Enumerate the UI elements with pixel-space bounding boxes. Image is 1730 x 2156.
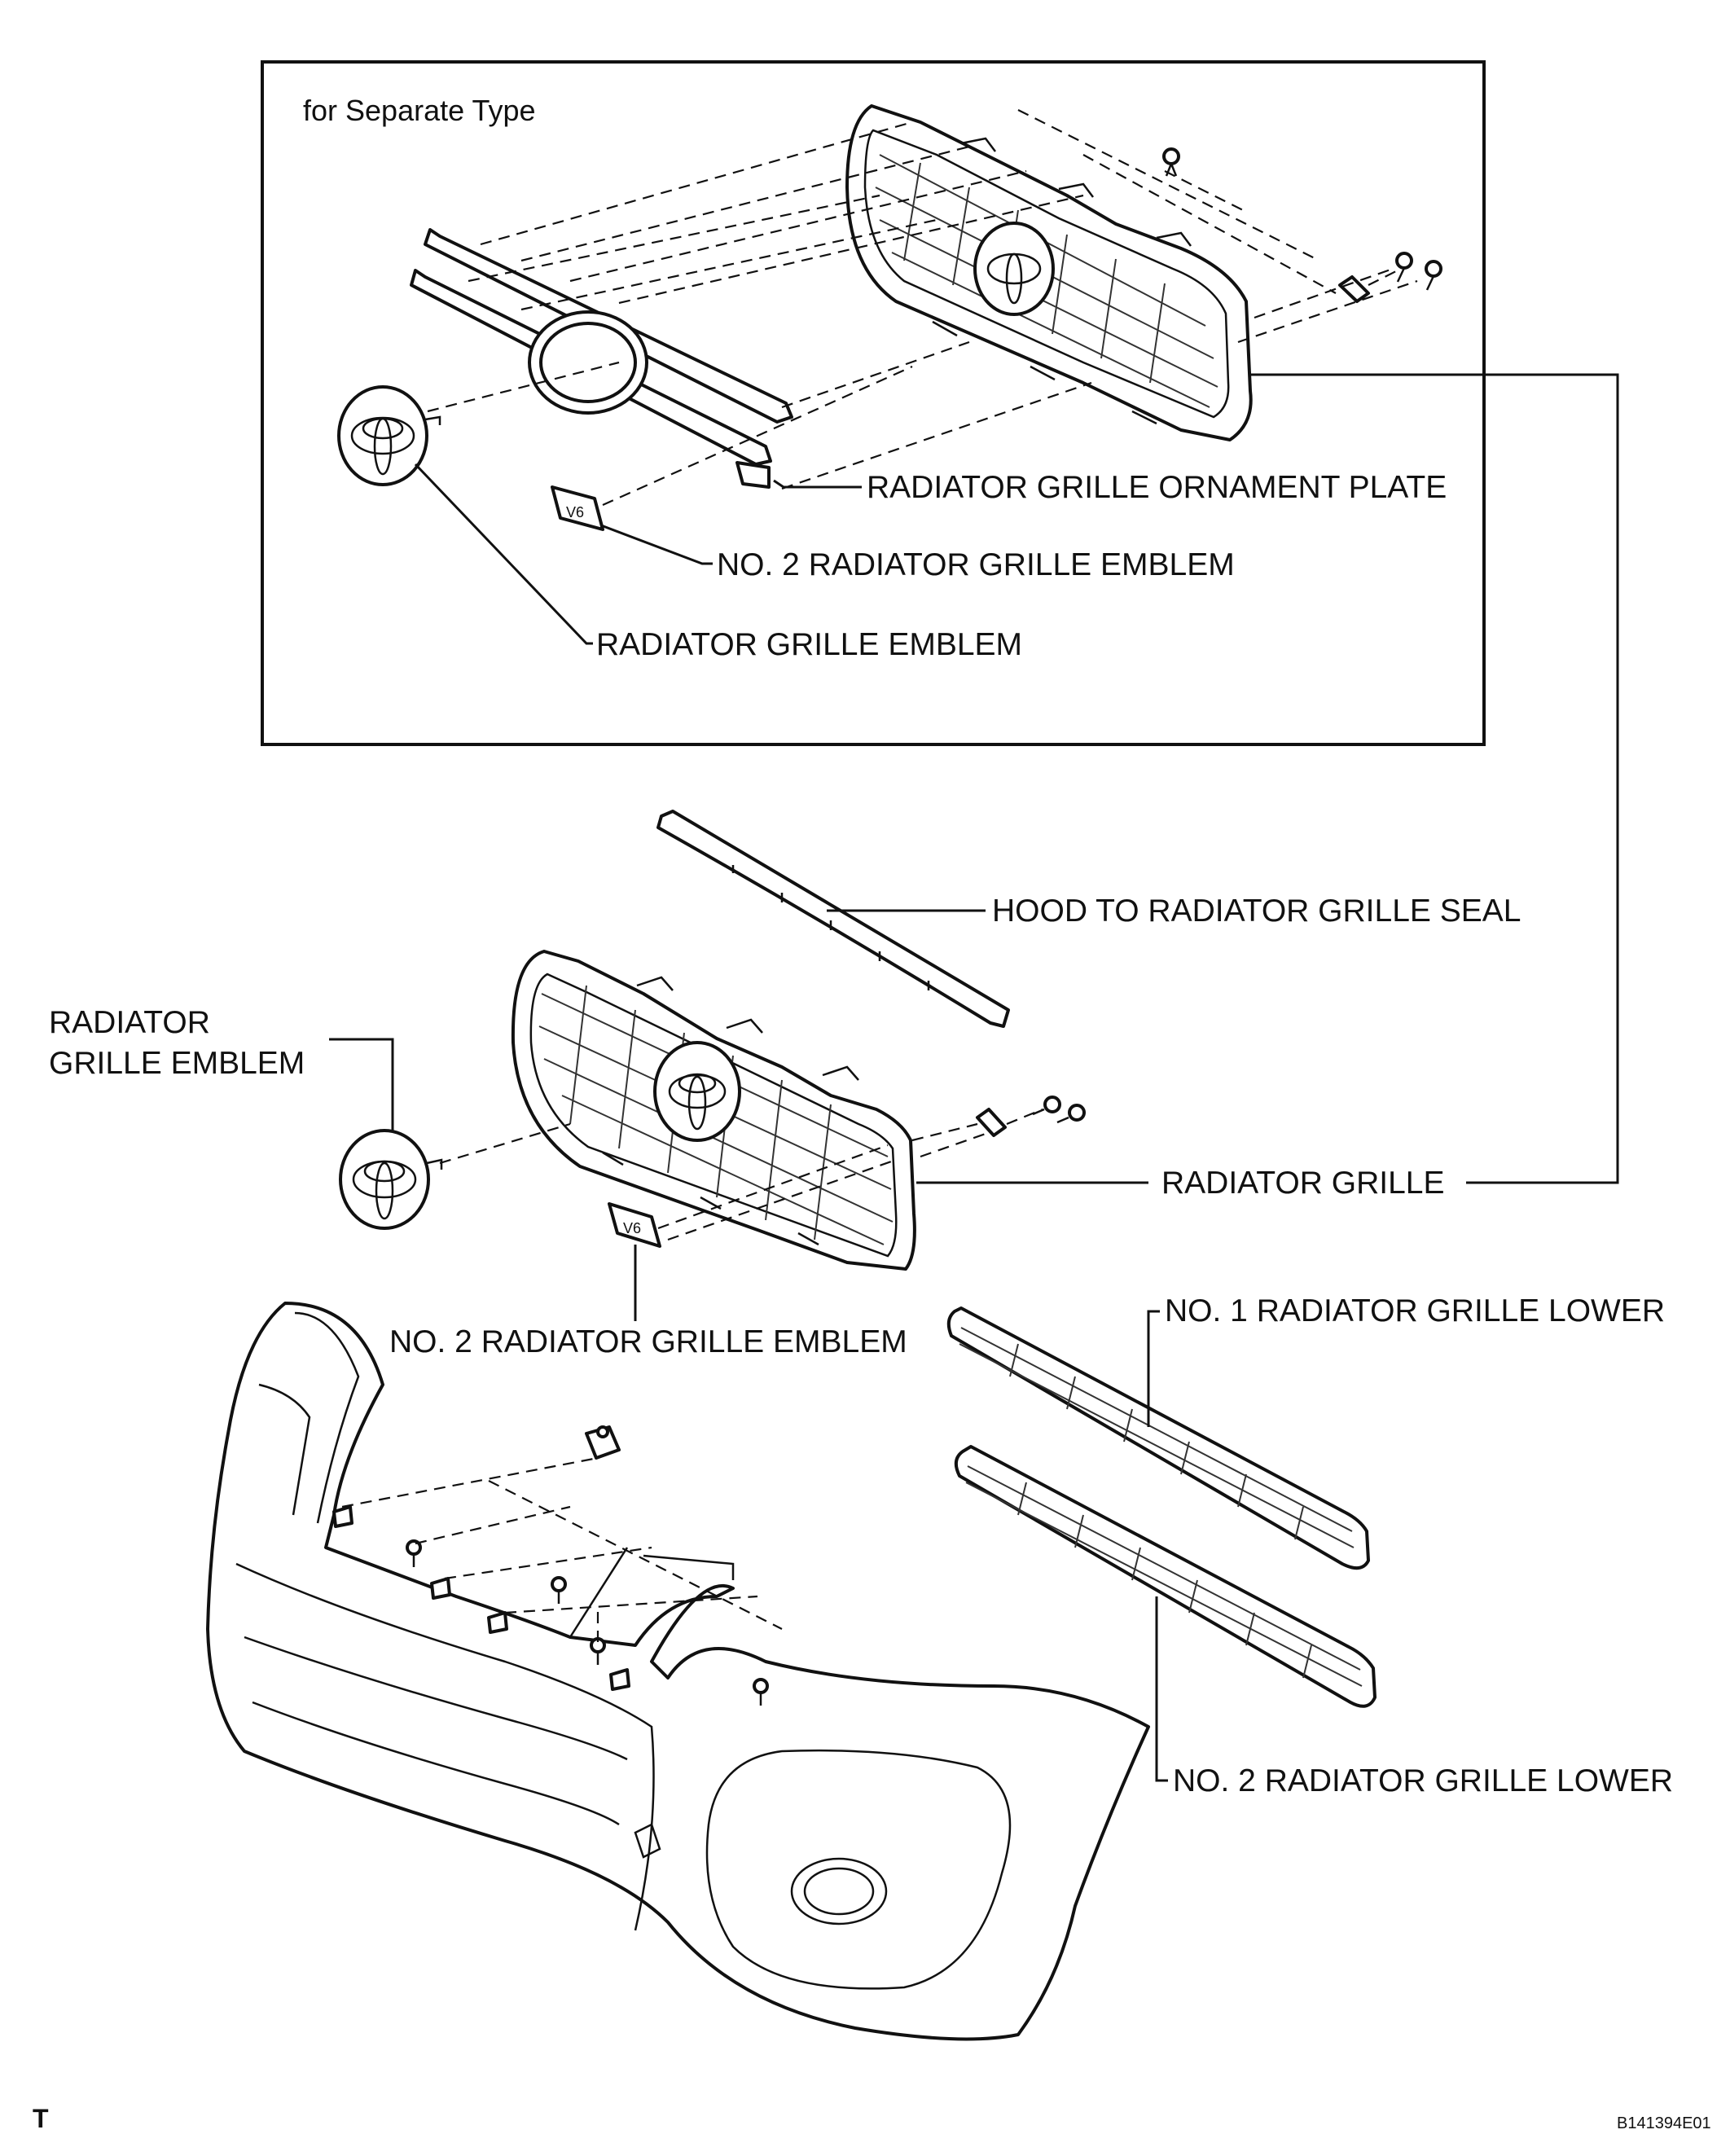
label-no1-lower: NO. 1 RADIATOR GRILLE LOWER	[1165, 1293, 1665, 1328]
leader-inset-no2-emblem	[600, 524, 713, 565]
inset-radiator-grille	[845, 104, 1253, 441]
bumper-clips	[332, 1425, 769, 1706]
leader-main-emblem	[329, 1038, 394, 1131]
corner-mark: T	[33, 2104, 49, 2133]
bumper-assembly-lines	[341, 1456, 783, 1642]
inset-radiator-grille-emblem	[337, 385, 441, 486]
inset-frame	[261, 60, 1486, 746]
main-assembly-lines	[439, 1108, 1043, 1241]
hood-to-radiator-grille-seal	[656, 810, 1010, 1028]
leader-ornament-plate	[773, 479, 862, 489]
no2-radiator-grille-emblem-badge: V6	[608, 1202, 661, 1248]
no1-radiator-grille-lower	[946, 1306, 1370, 1570]
main-badge-text: V6	[623, 1220, 641, 1236]
leader-inset-emblem	[414, 463, 593, 645]
label-main-emblem-line2: GRILLE EMBLEM	[49, 1046, 305, 1081]
figure-code: B141394E01	[1617, 2114, 1711, 2132]
label-inset-no2-emblem: NO. 2 RADIATOR GRILLE EMBLEM	[717, 547, 1235, 582]
label-hood-seal: HOOD TO RADIATOR GRILLE SEAL	[992, 894, 1521, 929]
leader-no2-lower	[1155, 1596, 1168, 1782]
no2-radiator-grille-lower	[954, 1445, 1377, 1708]
front-bumper-cover	[206, 1302, 1150, 2041]
inset-no2-emblem-badge: V6	[551, 485, 604, 531]
inset-badge-text: V6	[566, 504, 584, 520]
connector-inset-to-grille	[1250, 373, 1619, 1184]
inset-assembly-lines	[427, 109, 1418, 507]
label-main-no2-emblem: NO. 2 RADIATOR GRILLE EMBLEM	[389, 1324, 907, 1359]
label-radiator-grille: RADIATOR GRILLE	[1161, 1166, 1444, 1201]
separate-type-inset: for Separate Type V6	[261, 60, 1486, 746]
main-fasteners	[976, 1096, 1086, 1137]
label-main-emblem-line1: RADIATOR	[49, 1005, 210, 1040]
label-inset-emblem: RADIATOR GRILLE EMBLEM	[596, 627, 1022, 662]
label-ornament-plate: RADIATOR GRILLE ORNAMENT PLATE	[867, 470, 1447, 505]
inset-fasteners	[1162, 147, 1442, 303]
radiator-grille	[511, 950, 916, 1271]
label-no2-lower: NO. 2 RADIATOR GRILLE LOWER	[1173, 1763, 1673, 1798]
inset-title: for Separate Type	[303, 94, 536, 127]
radiator-grille-ornament-plate	[410, 228, 793, 489]
leader-no1-lower	[1147, 1310, 1160, 1427]
radiator-grille-emblem	[339, 1129, 443, 1230]
